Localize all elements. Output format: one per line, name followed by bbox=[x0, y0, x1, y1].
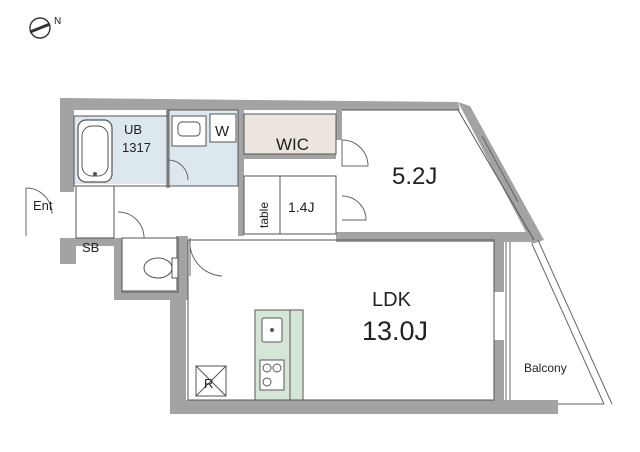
wic-fill bbox=[244, 114, 336, 154]
ldk-size: 13.0J bbox=[362, 316, 428, 346]
north-label: N bbox=[54, 16, 61, 27]
study-label: 1.4J bbox=[288, 199, 314, 215]
bedroom-label: 5.2J bbox=[392, 163, 437, 190]
entrance-label: Ent bbox=[33, 198, 53, 213]
doors bbox=[25, 139, 369, 277]
kitchen-counter bbox=[254, 309, 304, 401]
washer-icon bbox=[209, 113, 237, 143]
sink-icon bbox=[171, 115, 207, 147]
bath-label: UB bbox=[124, 122, 142, 137]
toilet-icon bbox=[143, 257, 179, 279]
shoe-box-label: SB bbox=[82, 240, 99, 255]
wic-label: WIC bbox=[276, 135, 309, 154]
bedroom-window bbox=[481, 135, 519, 203]
ldk-label: LDK bbox=[372, 289, 412, 311]
north-arrow-icon: N bbox=[29, 16, 61, 39]
bathtub-icon bbox=[77, 119, 113, 183]
balcony-label: Balcony bbox=[524, 361, 567, 375]
fridge-label: R bbox=[204, 376, 213, 391]
balcony-window bbox=[505, 239, 613, 405]
washer-label: W bbox=[215, 123, 230, 140]
table-label: table bbox=[257, 202, 271, 228]
walls bbox=[60, 98, 558, 414]
outlines bbox=[73, 109, 535, 401]
bath-size: 1317 bbox=[122, 140, 151, 155]
stove-icon bbox=[259, 359, 285, 391]
